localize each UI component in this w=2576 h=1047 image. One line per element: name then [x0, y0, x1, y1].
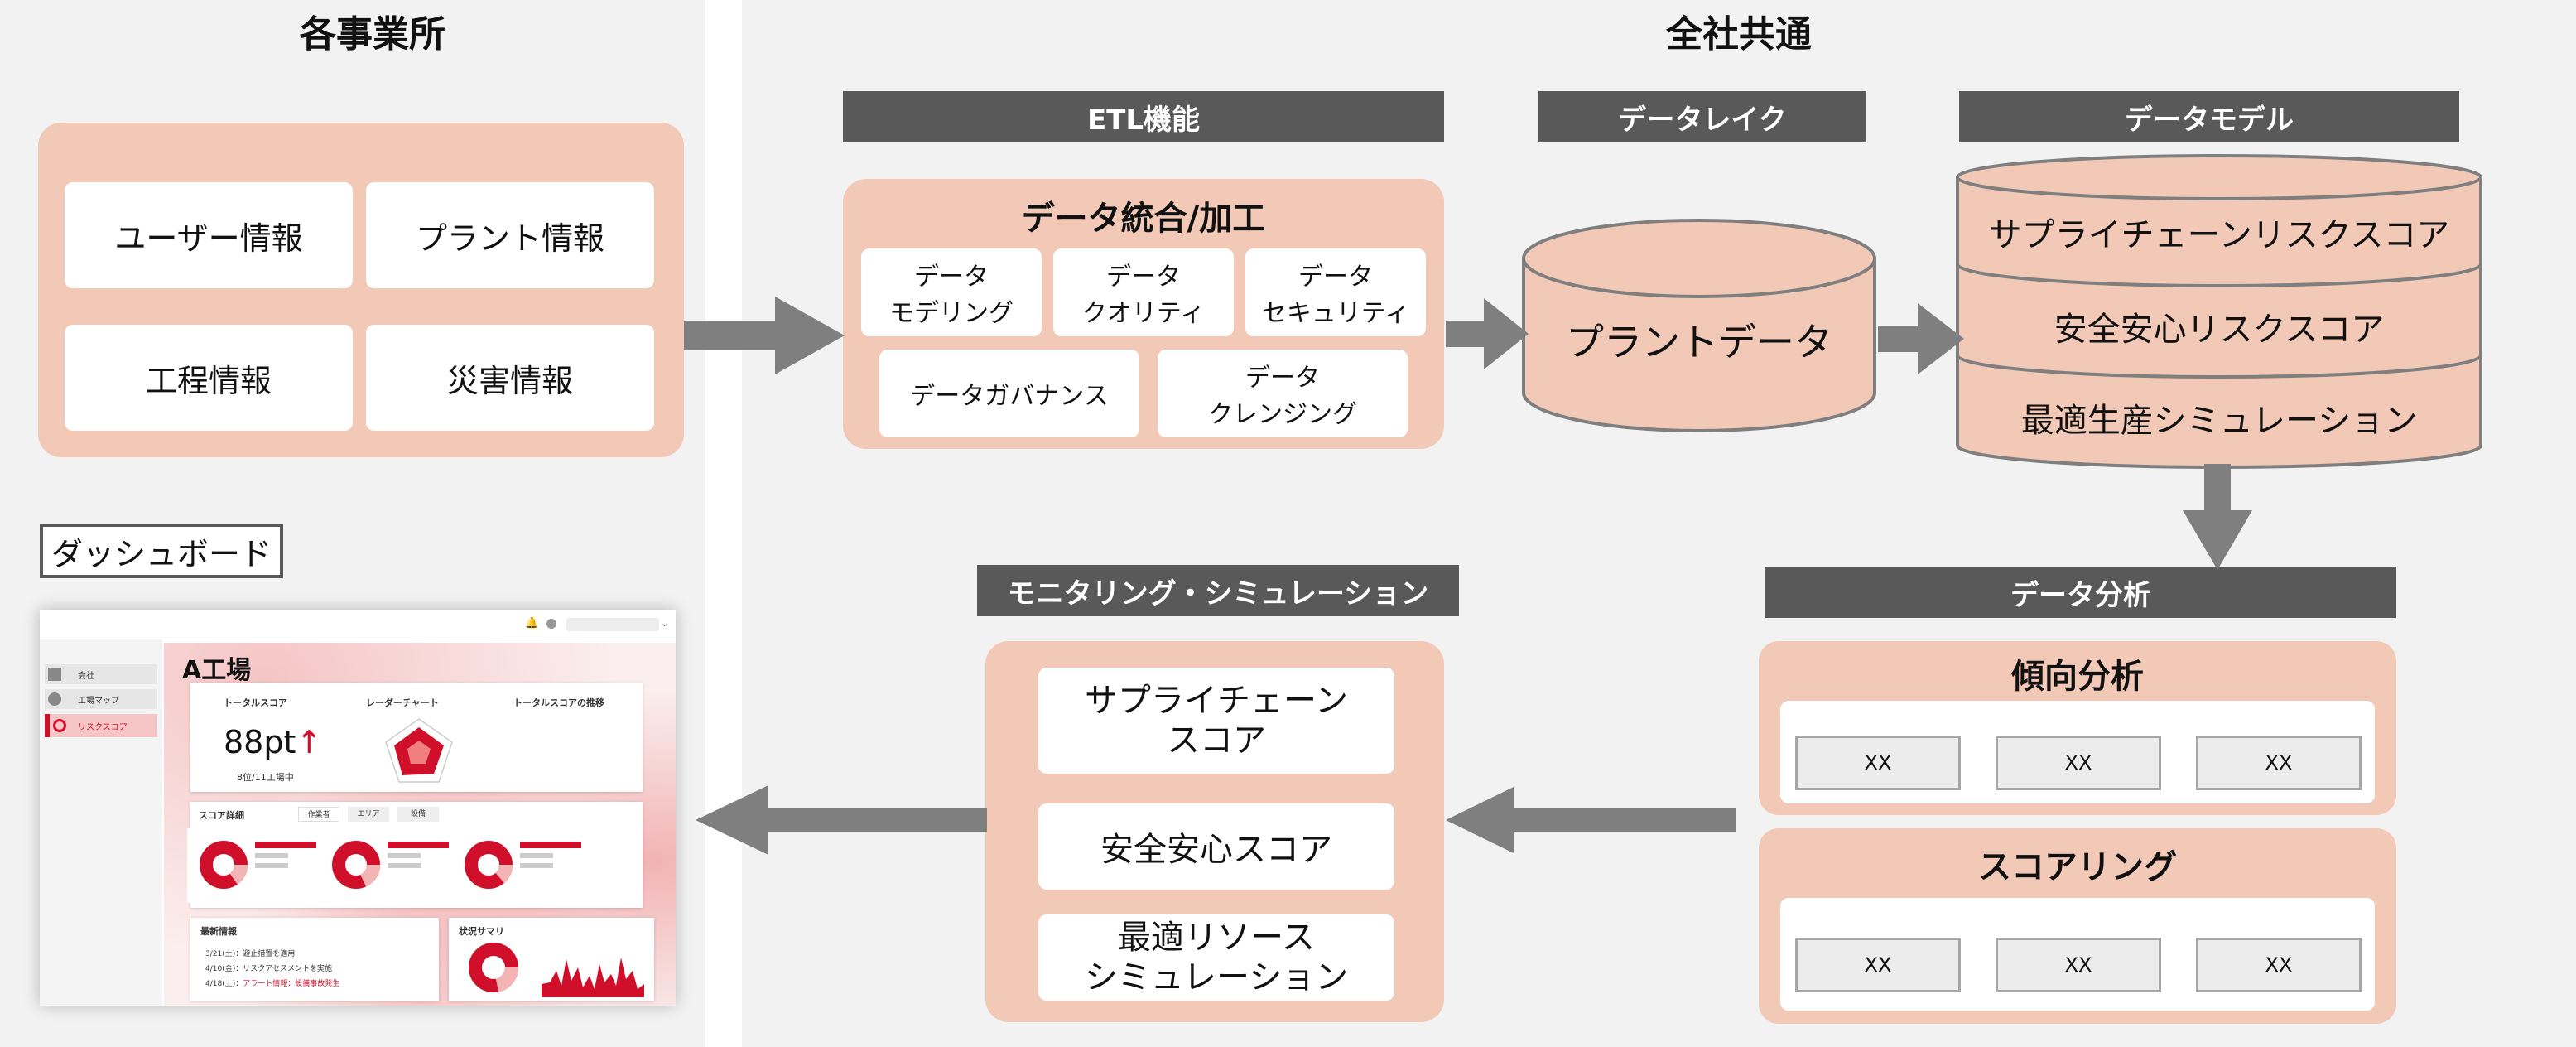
dashboard-topbar: 🔔 ⌄ — [40, 610, 676, 639]
sidebar-item-label: 会社 — [78, 672, 94, 681]
trend-analysis-group: 傾向分析 XX XX XX — [1759, 641, 2396, 815]
bell-icon[interactable]: 🔔 — [525, 617, 539, 630]
monitor-resource-simulation: 最適リソース シミュレーション — [1038, 914, 1394, 1001]
score-detail-label: スコア詳細 — [199, 810, 244, 821]
user-icon[interactable] — [546, 619, 556, 629]
scoring-item: XX — [1996, 938, 2161, 992]
donut-chart-icon — [332, 841, 380, 889]
account-dropdown[interactable] — [566, 618, 659, 631]
right-section-title: 全社共通 — [1666, 13, 1812, 55]
tab-area[interactable]: エリア — [348, 807, 389, 822]
news-item[interactable]: 4/10(金)：リスクアセスメントを実施 — [205, 965, 333, 973]
news-date: 4/18(土)： — [205, 980, 243, 988]
scoring-group: スコアリング XX XX XX — [1759, 828, 2396, 1024]
news-alert: アラート情報：設備事故発生 — [243, 980, 340, 988]
lake-cylinder — [1522, 219, 1876, 432]
tab-equipment[interactable]: 設備 — [397, 807, 439, 822]
score-card: トータルスコア 88pt↑ 8位/11工場中 レーダーチャート トータルスコアの… — [190, 683, 643, 792]
arrow-lake-to-model — [1878, 303, 1964, 374]
monitoring-group: サプライチェーン スコア 安全安心スコア 最適リソース シミュレーション — [985, 641, 1444, 1022]
radar-chart-icon — [385, 718, 453, 783]
trend-analysis-title: 傾向分析 — [2011, 658, 2144, 696]
total-score-value: 88pt↑ — [224, 724, 322, 760]
analysis-header: データ分析 — [1765, 567, 2396, 618]
etl-governance: データガバナンス — [879, 350, 1139, 437]
scoring-panel: XX XX XX — [1780, 898, 2375, 1011]
left-section-title: 各事業所 — [300, 13, 445, 55]
gauge-icon — [53, 719, 66, 732]
news-title: 最新情報 — [200, 926, 237, 937]
trend-item: XX — [1795, 736, 1961, 790]
model-header: データモデル — [1959, 91, 2459, 142]
etl-modeling: データ モデリング — [861, 248, 1042, 336]
arrow-monitoring-to-dashboard — [696, 785, 987, 855]
source-disaster-info: 災害情報 — [366, 325, 654, 431]
chart-icon — [48, 668, 61, 681]
scoring-item: XX — [1795, 938, 1961, 992]
sidebar-item-factory-map[interactable]: 工場マップ — [45, 689, 157, 709]
model-layer-safety: 安全安心リスクスコア — [2054, 311, 2385, 349]
monitor-safety-score: 安全安心スコア — [1038, 803, 1394, 890]
lake-label: プラントデータ — [1566, 320, 1832, 364]
news-item[interactable]: 3/21(土)：避止措置を適用 — [205, 950, 296, 958]
arrow-model-to-analysis — [2183, 464, 2252, 570]
news-card: 最新情報 3/21(土)：避止措置を適用 4/10(金)：リスクアセスメントを実… — [190, 918, 439, 1001]
dashboard-sidebar: 会社 工場マップ リスクスコア — [40, 639, 162, 1006]
sidebar-item-label: 工場マップ — [78, 697, 119, 706]
model-layer-supply-chain: サプライチェーンリスクスコア — [1988, 216, 2450, 254]
etl-group: データ統合/加工 データ モデリング データ クオリティ データ セキュリティ … — [843, 179, 1444, 449]
donut-chart-icon — [200, 841, 248, 889]
tab-workers[interactable]: 作業者 — [298, 807, 339, 822]
score-detail-card: スコア詳細 作業者 エリア 設備 — [187, 802, 643, 908]
monitoring-header: モニタリング・シミュレーション — [977, 565, 1459, 616]
arrow-etl-to-lake — [1446, 298, 1529, 369]
source-plant-info: プラント情報 — [366, 182, 654, 288]
arrow-sources-to-etl — [684, 297, 845, 374]
donut-chart-icon — [465, 841, 513, 889]
total-score-label: トータルスコア — [224, 697, 287, 708]
etl-security: データ セキュリティ — [1245, 248, 1426, 336]
radar-chart-label: レーダーチャート — [366, 697, 439, 708]
dashboard-screenshot: 🔔 ⌄ 会社 工場マップ リスクスコア A工場 トータルスコア 88pt↑ 8位… — [40, 610, 676, 1006]
sidebar-item-risk-score[interactable]: リスクスコア — [45, 714, 157, 737]
scoring-title: スコアリング — [1978, 848, 2177, 886]
score-trend-label: トータルスコアの推移 — [513, 697, 604, 708]
model-layer-production: 最適生産シミュレーション — [2020, 402, 2418, 440]
factory-title: A工場 — [182, 656, 252, 685]
up-arrow-icon: ↑ — [296, 724, 323, 760]
trend-analysis-panel: XX XX XX — [1780, 701, 2375, 803]
trend-item: XX — [2196, 736, 2362, 790]
dashboard-label: ダッシュボード — [40, 524, 283, 578]
scoring-item: XX — [2196, 938, 2362, 992]
etl-title: データ統合/加工 — [1021, 200, 1266, 238]
area-chart-icon — [542, 958, 644, 997]
monitor-supply-chain-score: サプライチェーン スコア — [1038, 668, 1394, 774]
globe-icon — [48, 692, 61, 706]
sidebar-item-company[interactable]: 会社 — [45, 664, 157, 684]
arrow-analysis-to-monitoring — [1446, 787, 1736, 853]
etl-quality: データ クオリティ — [1053, 248, 1234, 336]
trend-item: XX — [1996, 736, 2161, 790]
summary-title: 状況サマリ — [459, 926, 504, 937]
chevron-down-icon: ⌄ — [661, 618, 669, 629]
summary-card: 状況サマリ — [449, 918, 654, 1001]
lake-header: データレイク — [1538, 91, 1866, 142]
source-process-info: 工程情報 — [65, 325, 353, 431]
model-stack — [1956, 154, 2482, 469]
score-detail-panel — [187, 828, 604, 903]
score-number: 88pt — [224, 724, 296, 760]
etl-cleansing: データ クレンジング — [1158, 350, 1408, 437]
rank-text: 8位/11工場中 — [237, 772, 294, 783]
section-divider — [705, 0, 742, 1047]
news-item[interactable]: 4/18(土)：アラート情報：設備事故発生 — [205, 977, 339, 988]
etl-header: ETL機能 — [843, 91, 1444, 142]
source-group: ユーザー情報 プラント情報 工程情報 災害情報 — [38, 123, 684, 457]
sidebar-item-label: リスクスコア — [78, 723, 128, 732]
source-user-info: ユーザー情報 — [65, 182, 353, 288]
donut-chart-icon — [469, 943, 518, 992]
